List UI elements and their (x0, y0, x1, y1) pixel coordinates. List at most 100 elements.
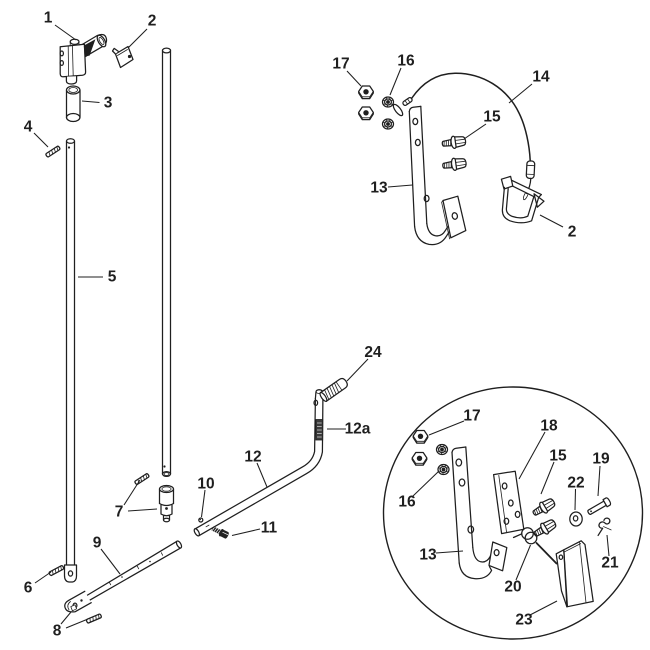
detail-circle-assembly (382, 386, 644, 640)
leader-line-7 (127, 508, 158, 512)
part-17-nut-detail (412, 429, 429, 444)
part-23-deflector-plate (555, 540, 594, 608)
part-7-roll-pin (133, 472, 151, 486)
leader-line-13-top (387, 184, 413, 188)
leader-line-15-detail (540, 461, 555, 495)
callout-19: 19 (592, 451, 610, 468)
leader-line-4 (33, 132, 49, 148)
leader-line-9 (100, 548, 121, 575)
callout-5: 5 (108, 269, 117, 286)
part-16-washer-detail (435, 443, 449, 456)
callout-10: 10 (197, 476, 214, 493)
part-15-bolt-detail (530, 516, 559, 541)
leader-line-6 (34, 571, 52, 584)
part-8-end-cap (64, 590, 103, 625)
leader-line-16-top (389, 67, 402, 96)
callout-13-detail: 13 (419, 547, 437, 564)
callout-12a: 12a (345, 421, 371, 438)
leader-line-8 (60, 611, 72, 625)
callout-14: 14 (532, 69, 550, 86)
part-13-hook-bracket-detail (451, 446, 508, 580)
part-12a-grip-band (315, 419, 324, 441)
callout-20: 20 (504, 579, 521, 596)
part-16-washer (381, 96, 395, 108)
callout-3: 3 (104, 95, 113, 112)
leader-line-22 (574, 488, 577, 511)
callout-8: 8 (53, 623, 62, 640)
leader-line-2-cable (539, 214, 564, 228)
leader-line-17-detail (428, 420, 465, 436)
callout-12: 12 (244, 449, 261, 466)
part-1-handle-clamp (59, 33, 108, 85)
part-15-bolt-detail (529, 495, 558, 520)
part-24-grip (319, 377, 348, 402)
part-5-upper-tube-left (63, 138, 78, 583)
leader-line-12 (256, 462, 268, 488)
leader-line-11 (231, 528, 261, 537)
callout-17-top: 17 (332, 56, 349, 73)
callout-21: 21 (601, 555, 619, 572)
part-8-roll-pin (85, 613, 103, 625)
callout-16-top: 16 (397, 53, 415, 70)
part-10-ball (198, 517, 204, 523)
part-18-bracket-plate (492, 470, 525, 535)
leader-line-20 (515, 544, 531, 581)
part-19-clevis-pin (585, 496, 613, 517)
leader-line-24 (346, 358, 369, 382)
callout-24: 24 (364, 344, 382, 361)
leader-line-19 (597, 465, 601, 497)
callout-15-top: 15 (483, 109, 501, 126)
part-16-washer-detail (437, 463, 450, 476)
part-3-sleeve-tube (65, 85, 81, 123)
top-right-assembly (358, 72, 545, 246)
callout-18: 18 (540, 418, 558, 435)
upper-tube-right (161, 47, 172, 478)
leader-line-16-detail (412, 470, 440, 497)
callout-16-detail: 16 (398, 494, 416, 511)
leader-line-15-top (463, 123, 487, 140)
part-22-flat-washer (569, 511, 583, 527)
leader-line-17-top (346, 70, 362, 87)
part-4-roll-pin (44, 145, 62, 159)
part-14-cable (392, 72, 536, 201)
part-17-nut-detail (411, 451, 428, 466)
leader-line-10 (200, 489, 206, 518)
part-2-latch-plate-top (111, 45, 134, 69)
part-6-roll-pin (48, 564, 65, 577)
part-16-washer (381, 118, 395, 130)
leader-line-23 (529, 600, 558, 616)
leader-line-3 (81, 100, 100, 104)
callout-6: 6 (24, 580, 33, 597)
callout-23: 23 (515, 612, 533, 629)
part-9-lower-tube (85, 540, 183, 602)
callout-2-top: 2 (148, 13, 157, 30)
part-17-nut (358, 106, 374, 121)
leader-line-8 (65, 618, 89, 629)
part-15-bolt (441, 155, 468, 173)
callout-9: 9 (93, 535, 102, 552)
part-13-hook-bracket (408, 105, 467, 246)
callout-11: 11 (261, 520, 278, 537)
leader-line-21 (606, 534, 610, 557)
callout-2-cable: 2 (568, 224, 577, 241)
leader-line-18 (518, 431, 546, 480)
leader-line-13-detail (435, 550, 464, 554)
callout-1: 1 (44, 10, 53, 27)
leader-line-2-top (127, 28, 148, 49)
detail-circle-outline (382, 386, 644, 640)
part-7-coupler (133, 472, 175, 523)
part-15-bolt (440, 133, 467, 151)
part-20-spring (512, 527, 558, 565)
part-17-nut (358, 85, 374, 100)
callout-17-detail: 17 (463, 408, 480, 425)
part-21-cotter-clip (597, 517, 612, 537)
callout-7: 7 (115, 504, 124, 521)
callout-13-top: 13 (370, 180, 388, 197)
callout-15-detail: 15 (549, 448, 567, 465)
leader-line-7 (123, 479, 141, 506)
leader-line-1 (54, 24, 77, 41)
part-12-crank-rod (193, 389, 324, 537)
